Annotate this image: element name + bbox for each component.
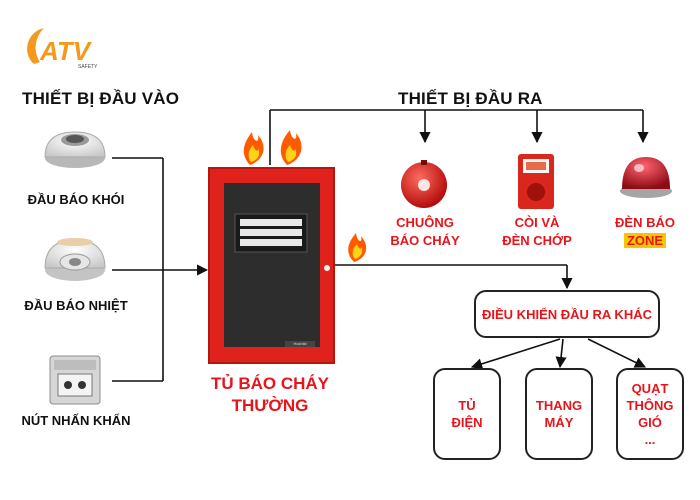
bell-label: CHUÔNG BÁO CHÁY <box>384 214 466 250</box>
switchboard-line2: ĐIỆN <box>451 415 483 430</box>
ventilation-line1: QUẠT <box>631 381 669 396</box>
heat-detector-icon <box>44 238 106 281</box>
zone-lamp-icon <box>620 157 672 198</box>
zone-badge: ZONE <box>623 233 667 248</box>
output-connectors <box>269 109 649 165</box>
alarm-bell-icon <box>401 160 447 208</box>
panel-label-line2: THƯỜNG <box>231 396 309 415</box>
input-connectors <box>112 157 209 382</box>
bell-label-line1: CHUÔNG <box>396 215 454 230</box>
smoke-detector-icon <box>44 131 106 168</box>
switchboard-line1: TỦ <box>458 398 476 413</box>
zone-lamp-label-line1: ĐÈN BÁO <box>615 215 675 230</box>
panel-brand: Hochiki <box>293 341 307 346</box>
flame-icon <box>243 130 367 262</box>
elevator-box: THANG MÁY <box>525 368 593 460</box>
other-outputs-box: ĐIỀU KHIỂN ĐẦU RA KHÁC <box>474 290 660 338</box>
control-connectors <box>335 264 647 370</box>
logo-sub: SAFETY <box>78 64 98 70</box>
manual-call-point-icon <box>49 355 101 405</box>
fire-alarm-panel-icon <box>208 167 335 364</box>
ventilation-line4: ... <box>644 432 656 447</box>
other-outputs-title: ĐIỀU KHIỂN ĐẦU RA KHÁC <box>482 306 652 322</box>
switchboard-box: TỦ ĐIỆN <box>433 368 501 460</box>
ventilation-box: QUẠT THÔNG GIÓ ... <box>616 368 684 460</box>
input-devices-heading: THIẾT BỊ ĐẦU VÀO <box>22 89 180 108</box>
ventilation-label: QUẠT THÔNG GIÓ ... <box>627 380 674 448</box>
switchboard-label: TỦ ĐIỆN <box>451 397 482 431</box>
smoke-detector-label: ĐẦU BÁO KHÓI <box>27 192 125 207</box>
logo-mark-icon: ATV SAFETY <box>27 28 98 70</box>
elevator-label: THANG MÁY <box>536 397 582 431</box>
output-devices-heading: THIẾT BỊ ĐẦU RA <box>398 89 543 108</box>
horn-strobe-icon <box>518 154 554 209</box>
siren-label: CÒI VÀ ĐÈN CHỚP <box>496 214 578 250</box>
elevator-line2: MÁY <box>544 415 574 430</box>
bell-label-line2: BÁO CHÁY <box>390 233 460 248</box>
siren-label-line1: CÒI VÀ <box>514 215 560 230</box>
company-logo: ATV SAFETY <box>20 24 100 70</box>
manual-call-point-label: NÚT NHẤN KHẨN <box>21 413 131 428</box>
panel-label-line1: TỦ BÁO CHÁY <box>210 374 330 393</box>
logo-letters: ATV <box>39 36 93 66</box>
panel-label: TỦ BÁO CHÁY THƯỜNG <box>195 373 345 417</box>
elevator-line1: THANG <box>535 398 583 413</box>
zone-lamp-label: ĐÈN BÁO ZONE <box>604 214 686 250</box>
siren-label-line2: ĐÈN CHỚP <box>502 233 572 248</box>
heat-detector-label: ĐẦU BÁO NHIỆT <box>24 298 128 313</box>
ventilation-line2: THÔNG <box>626 398 674 413</box>
ventilation-line3: GIÓ <box>638 415 662 430</box>
